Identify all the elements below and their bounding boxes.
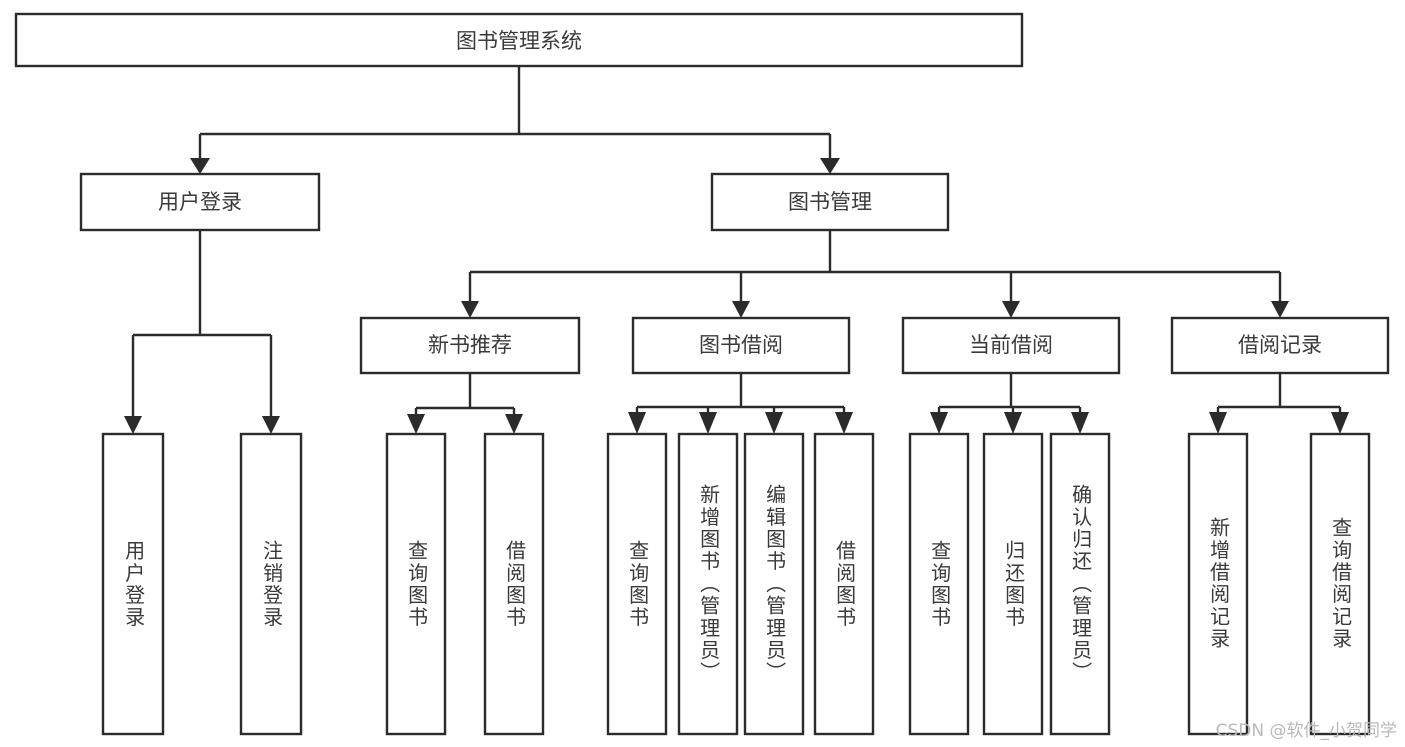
arrowhead-leaf-logout	[262, 416, 280, 434]
leaf-box-confirm-return[interactable]	[1049, 432, 1111, 736]
leaf-box-return-book[interactable]	[982, 432, 1044, 736]
node-root-label: 图书管理系统	[456, 29, 582, 53]
node-borrow-record[interactable]: 借阅记录	[1170, 316, 1390, 375]
arrowhead-user-login	[190, 158, 210, 174]
arrowhead-book-borrow	[732, 301, 750, 318]
arrowhead-new-book-rec	[461, 301, 479, 318]
edges-root-to-level1	[190, 66, 840, 174]
edges-user-login-to-leaves	[124, 230, 280, 434]
arrowhead-leaf-user-login	[124, 416, 142, 434]
node-current-borrow-box[interactable]	[901, 316, 1121, 375]
edges-current-borrow-to-leaves	[930, 373, 1089, 434]
leaf-box-add-record[interactable]	[1187, 432, 1249, 736]
node-user-login-box[interactable]	[79, 172, 321, 232]
leaf-box-query-book-3[interactable]	[908, 432, 970, 736]
node-book-mgmt-box[interactable]	[710, 172, 950, 232]
leaf-box-add-book[interactable]	[677, 432, 739, 736]
arrowhead-leaf-query-record	[1331, 412, 1349, 434]
edges-new-book-rec-to-leaves	[407, 373, 523, 434]
node-user-login[interactable]: 用户登录	[79, 172, 321, 232]
arrowhead-leaf-add-record	[1209, 412, 1227, 434]
leaf-box-query-book-1[interactable]	[385, 432, 447, 736]
arrowhead-book-mgmt	[820, 158, 840, 174]
node-new-book-rec-box[interactable]	[359, 316, 581, 375]
node-current-borrow[interactable]: 当前借阅	[901, 316, 1121, 375]
leaf-box-query-record[interactable]	[1309, 432, 1371, 736]
leaf-box-query-book-2[interactable]	[606, 432, 668, 736]
node-borrow-record-label: 借阅记录	[1238, 333, 1322, 357]
node-book-borrow[interactable]: 图书借阅	[631, 316, 851, 375]
arrowhead-leaf-query-book-2	[628, 412, 646, 434]
node-new-book-rec-label: 新书推荐	[428, 333, 512, 357]
node-book-mgmt-label: 图书管理	[788, 190, 872, 214]
leaf-boxes	[101, 432, 1371, 736]
node-root[interactable]: 图书管理系统	[14, 12, 1024, 68]
arrowhead-leaf-confirm-return	[1071, 412, 1089, 434]
arrowhead-leaf-borrow-book-2	[835, 412, 853, 434]
arrowhead-current-borrow	[1002, 301, 1020, 318]
leaf-box-user-login[interactable]	[101, 432, 165, 736]
arrowhead-leaf-query-book-1	[407, 414, 425, 434]
leaf-box-logout[interactable]	[239, 432, 303, 736]
edges-book-borrow-to-leaves	[628, 373, 853, 434]
node-book-borrow-box[interactable]	[631, 316, 851, 375]
leaf-box-edit-book[interactable]	[743, 432, 805, 736]
arrowhead-leaf-edit-book	[765, 412, 783, 434]
node-book-mgmt[interactable]: 图书管理	[710, 172, 950, 232]
watermark-text: CSDN @软件_小贺同学	[1215, 721, 1397, 741]
node-borrow-record-box[interactable]	[1170, 316, 1390, 375]
node-root-box[interactable]	[14, 12, 1024, 68]
node-book-borrow-label: 图书借阅	[699, 333, 783, 357]
arrowhead-borrow-record	[1271, 301, 1289, 318]
node-current-borrow-label: 当前借阅	[969, 333, 1053, 357]
arrowhead-leaf-return-book	[1004, 412, 1022, 434]
arrowhead-leaf-borrow-book-1	[505, 414, 523, 434]
arrowhead-leaf-add-book	[699, 412, 717, 434]
edges-book-mgmt-to-level2	[461, 230, 1289, 318]
edges-borrow-record-to-leaves	[1209, 373, 1349, 434]
arrowhead-leaf-query-book-3	[930, 412, 948, 434]
leaf-box-borrow-book-2[interactable]	[813, 432, 875, 736]
node-new-book-rec[interactable]: 新书推荐	[359, 316, 581, 375]
leaf-box-borrow-book-1[interactable]	[483, 432, 545, 736]
node-user-login-label: 用户登录	[158, 190, 242, 214]
